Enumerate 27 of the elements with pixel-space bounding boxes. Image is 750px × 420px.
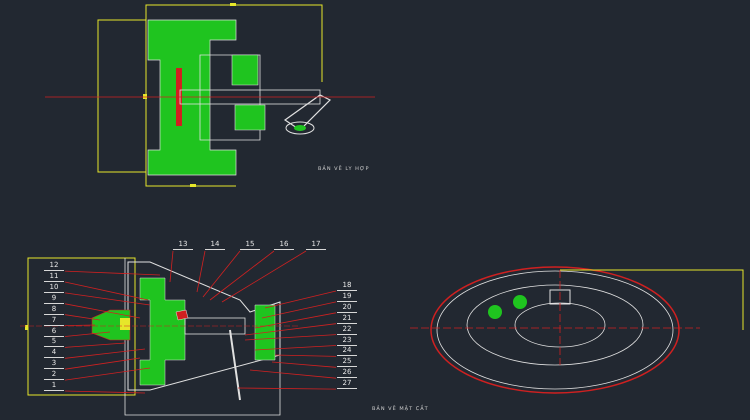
leader-line: [64, 270, 160, 276]
leader-line: [196, 250, 206, 292]
leader-line: [250, 370, 336, 379]
leader-line: [64, 390, 146, 394]
leader-line: [64, 332, 110, 337]
leader-line: [244, 323, 336, 336]
leader-line: [64, 292, 150, 306]
leader-line: [64, 368, 150, 380]
leader-line: [272, 362, 336, 368]
leader-line: [64, 282, 148, 300]
leader-line: [254, 345, 336, 350]
leader-line: [64, 342, 126, 348]
leader-line: [262, 302, 336, 318]
leader-line: [64, 348, 146, 359]
leader-line: [64, 303, 140, 318]
leader-line: [264, 290, 336, 308]
leader-line: [254, 312, 336, 328]
leader-line: [210, 250, 274, 300]
leader-line: [222, 250, 306, 302]
leader-line: [64, 358, 140, 370]
leader-line: [238, 388, 336, 390]
leader-line: [170, 250, 174, 282]
leader-line: [244, 334, 336, 340]
leader-line: [274, 354, 336, 357]
leader-line: [64, 314, 100, 320]
leader-line: [64, 324, 96, 326]
leader-line: [202, 250, 240, 298]
